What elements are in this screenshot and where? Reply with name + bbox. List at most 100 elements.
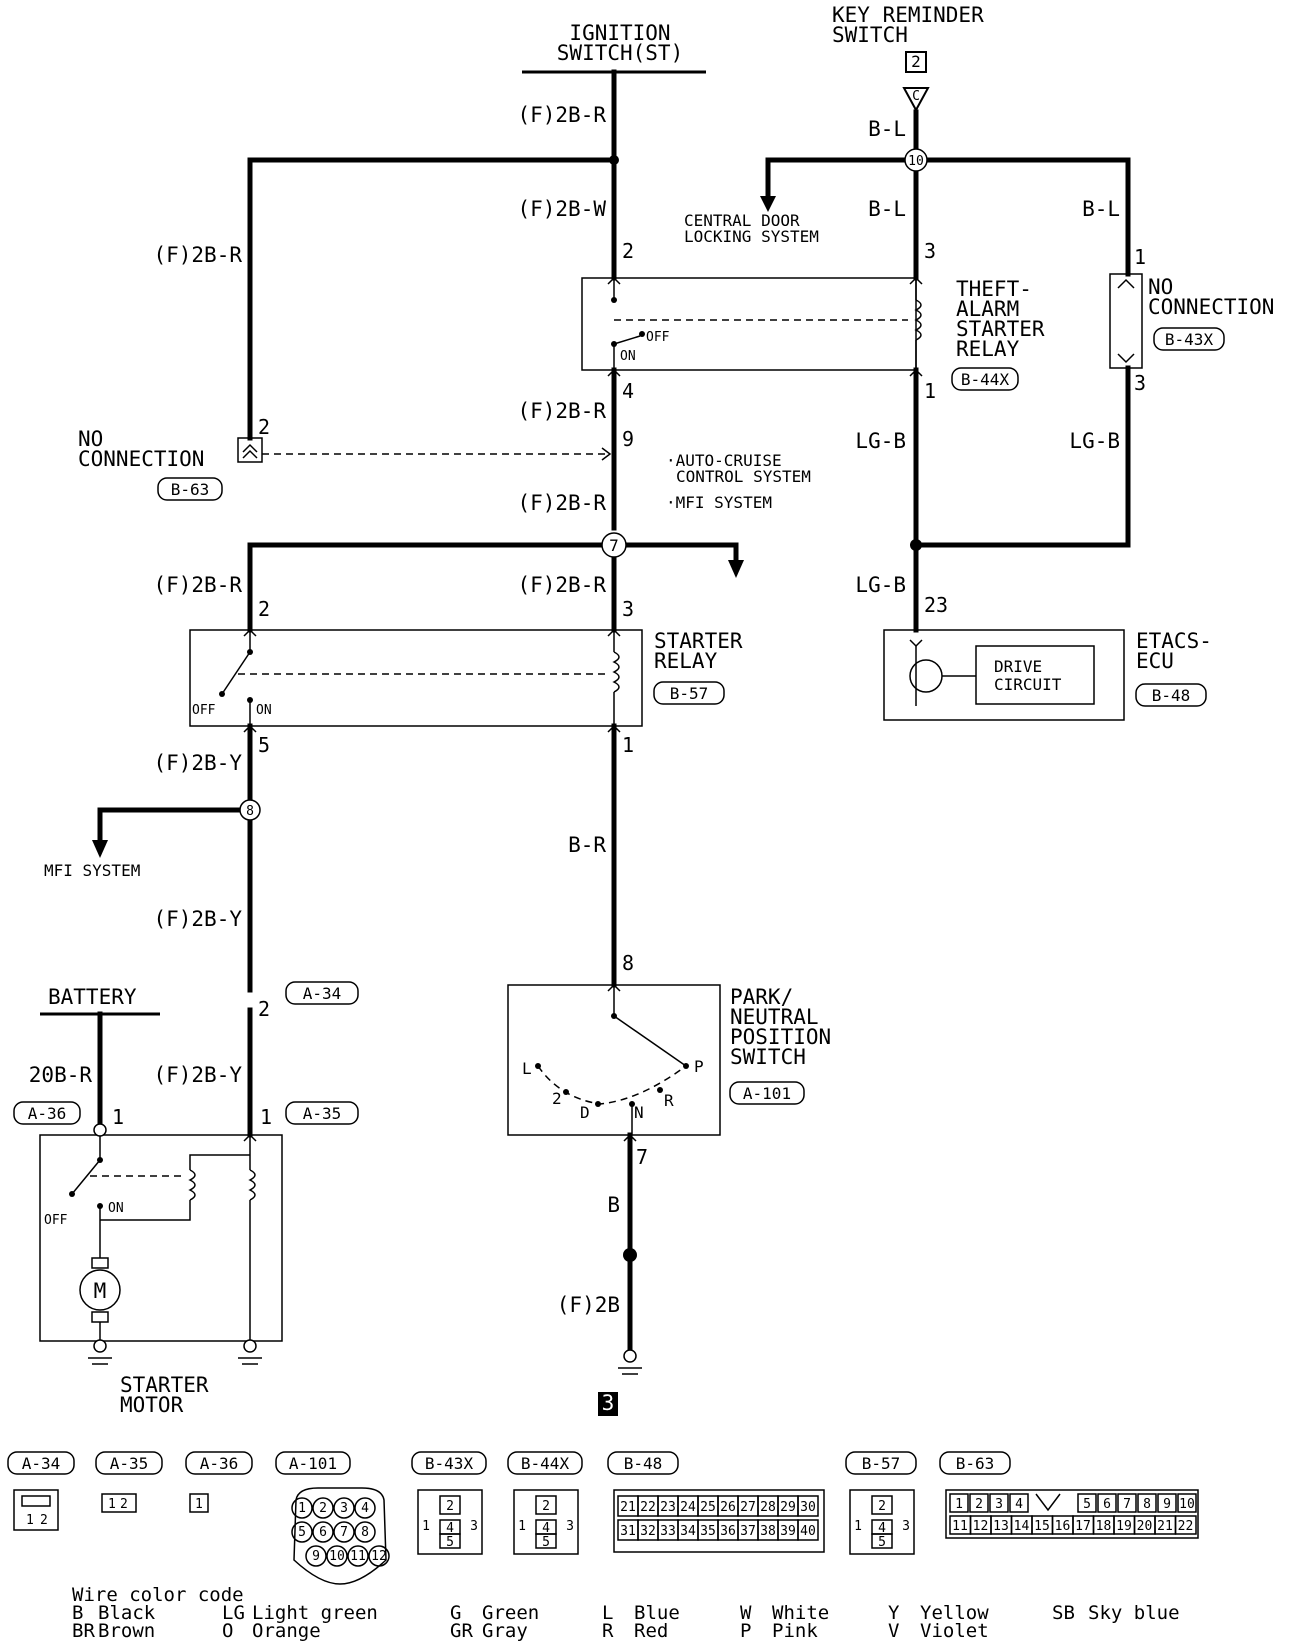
relay-pin-label: 5 [542, 1535, 550, 1550]
svg-text:A-34: A-34 [303, 984, 342, 1003]
svg-text:(F)2B-R: (F)2B-R [153, 573, 242, 597]
svg-text:1: 1 [260, 1105, 272, 1129]
svg-text:SWITCH: SWITCH [730, 1045, 806, 1069]
b63-pin-label: 5 [1083, 1497, 1091, 1512]
svg-text:2: 2 [911, 52, 921, 71]
b63-pin-cavity [969, 1493, 989, 1513]
b63-pin-label: 11 [952, 1519, 968, 1534]
svg-text:ETACS-: ETACS- [1136, 629, 1212, 653]
b63-pin-label: 21 [1157, 1519, 1173, 1534]
b48-pin-label: 37 [740, 1524, 756, 1539]
relay-pin-label: 4 [446, 1521, 454, 1536]
svg-text:L: L [602, 1602, 613, 1624]
mfi-system-destination: MFI SYSTEM [44, 861, 140, 880]
wiring [40, 69, 1131, 1353]
b48-pin-label: 26 [720, 1500, 736, 1515]
b63-pin-cavity [1117, 1493, 1137, 1513]
svg-text:Brown: Brown [98, 1620, 155, 1642]
svg-text:LOCKING SYSTEM: LOCKING SYSTEM [684, 227, 819, 246]
no-connection-right: NO CONNECTION B-43X [1109, 273, 1274, 369]
svg-text:SB: SB [1052, 1602, 1075, 1624]
svg-text:(F)2B-R: (F)2B-R [517, 491, 606, 515]
a101-pin-cavity [347, 1545, 369, 1567]
svg-text:(F)2B-R: (F)2B-R [517, 573, 606, 597]
svg-text:4: 4 [622, 379, 634, 403]
svg-text:STARTER: STARTER [120, 1373, 209, 1397]
svg-text:POSITION: POSITION [730, 1025, 831, 1049]
relay-pin-label: 2 [878, 1499, 886, 1514]
svg-text:CONTROL SYSTEM: CONTROL SYSTEM [676, 467, 811, 486]
svg-text:1: 1 [622, 733, 634, 757]
relay-connector-cavity [871, 1495, 893, 1515]
b48-pin-cavity [797, 1519, 819, 1541]
ground-3: 3 [598, 1349, 642, 1416]
svg-text:(F)2B-R: (F)2B-R [153, 243, 242, 267]
junction-7: 7 [601, 532, 627, 558]
b48-pin-label: 27 [740, 1500, 756, 1515]
svg-text:2: 2 [40, 1513, 48, 1528]
b48-pin-label: 33 [660, 1524, 676, 1539]
b48-pin-label: 36 [720, 1524, 736, 1539]
svg-text:(F)2B-Y: (F)2B-Y [153, 907, 242, 931]
svg-text:ECU: ECU [1136, 649, 1174, 673]
b63-pin-label: 19 [1116, 1519, 1132, 1534]
svg-text:2: 2 [258, 597, 270, 621]
b48-connector-body [613, 1489, 825, 1553]
b48-pin-label: 38 [760, 1524, 776, 1539]
b63-pin-cavity [949, 1493, 969, 1513]
b48-pin-label: 31 [620, 1524, 636, 1539]
b48-pin-label: 23 [660, 1500, 676, 1515]
b63-pin-label: 2 [975, 1497, 983, 1512]
svg-text:B-L: B-L [1082, 197, 1120, 221]
starter-relay: OFF ON STARTER RELAY B-57 [189, 628, 743, 733]
svg-text:OFF: OFF [646, 330, 670, 345]
b63-pin-cavity [1157, 1493, 1177, 1513]
b63-connector-body [945, 1489, 1199, 1539]
b63-pin-cavity [1097, 1493, 1117, 1513]
svg-text:CONNECTION: CONNECTION [78, 447, 204, 471]
svg-text:RELAY: RELAY [654, 649, 718, 673]
relay-connector-body [417, 1489, 483, 1555]
svg-text:23: 23 [924, 593, 948, 617]
svg-text:NO: NO [1148, 275, 1173, 299]
svg-text:THEFT-: THEFT- [956, 277, 1032, 301]
b63-pin-label: 12 [973, 1519, 989, 1534]
svg-text:Y: Y [888, 1602, 900, 1624]
a101-pin-cavity [354, 1497, 376, 1519]
svg-text:LG: LG [222, 1602, 245, 1624]
svg-text:LG-B: LG-B [855, 429, 906, 453]
svg-text:1: 1 [26, 1513, 34, 1528]
svg-text:·MFI SYSTEM: ·MFI SYSTEM [666, 493, 772, 512]
svg-text:OFF: OFF [44, 1213, 68, 1228]
junction-10: 10 [904, 148, 928, 172]
a101-pin-label: 1 [298, 1501, 306, 1516]
svg-text:(F)2B-R: (F)2B-R [517, 103, 606, 127]
svg-text:SWITCH: SWITCH [832, 23, 908, 47]
svg-text:ALARM: ALARM [956, 297, 1019, 321]
b63-pin-label: 4 [1015, 1497, 1023, 1512]
svg-text:B-63: B-63 [956, 1454, 995, 1473]
svg-text:Wire color code: Wire color code [72, 1584, 244, 1606]
theft-alarm-starter-relay: OFF ON THEFT- ALARM STARTER RELAY B-44X [581, 276, 1045, 391]
svg-text:P: P [694, 1057, 704, 1076]
svg-text:Light green: Light green [252, 1602, 378, 1624]
svg-text:2: 2 [120, 1497, 128, 1512]
b63-pin-label: 8 [1143, 1497, 1151, 1512]
a101-pin-label: 3 [340, 1501, 348, 1516]
relay-pin-label: 3 [902, 1519, 910, 1534]
svg-text:NO: NO [78, 427, 103, 451]
legend-b: B [72, 1602, 83, 1624]
svg-text:B-L: B-L [868, 197, 906, 221]
svg-text:IGNITION: IGNITION [569, 21, 670, 45]
svg-text:LG-B: LG-B [1069, 429, 1120, 453]
svg-text:A-101: A-101 [743, 1084, 791, 1103]
svg-text:1: 1 [195, 1497, 203, 1512]
a101-pin-label: 11 [350, 1549, 366, 1564]
b63-pin-cavity [989, 1493, 1009, 1513]
relay-connector-body [513, 1489, 579, 1555]
park-neutral-position-switch: L 2 D N R P PARK/ NEUTRAL POSITION SWITC… [507, 983, 831, 1142]
relay-pin-label: 5 [878, 1535, 886, 1550]
relay-connector-cavity [535, 1495, 557, 1515]
a101-pin-label: 6 [319, 1525, 327, 1540]
a101-pin-cavity [312, 1497, 334, 1519]
